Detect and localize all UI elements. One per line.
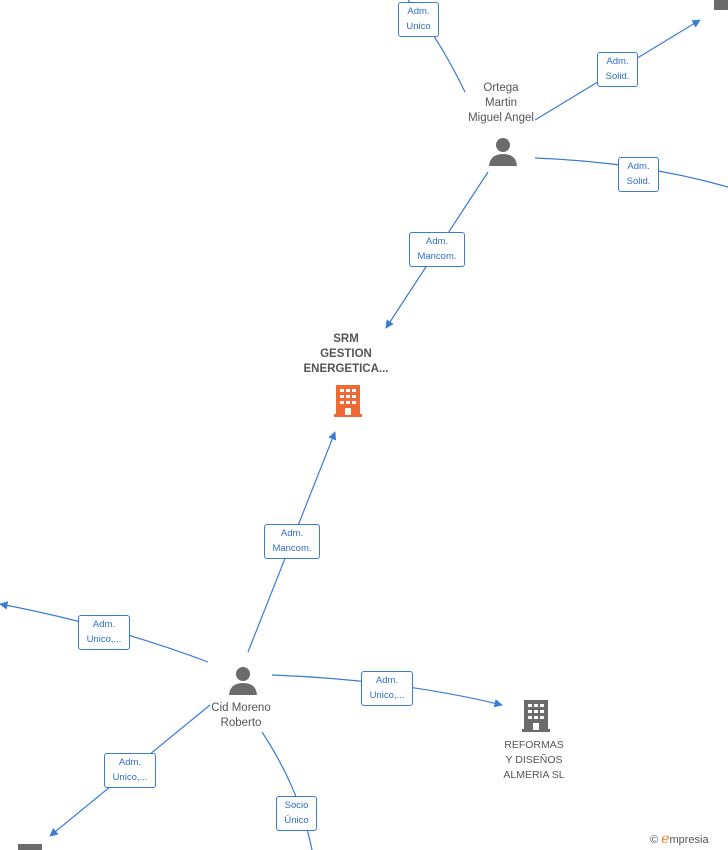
ortega-line-1: Ortega [483,82,519,94]
reformas-line-1: REFORMAS [504,739,564,751]
cid-line-2: Roberto [220,717,262,729]
person-icon[interactable] [487,135,519,167]
srm-line-3: ENERGETICA... [303,363,389,375]
badge-line: Unico,... [112,772,148,783]
building-icon[interactable] [520,698,552,732]
badge-line: Solid. [626,176,651,187]
person-label-cid[interactable]: Cid Moreno Roberto [191,701,291,731]
role-badge[interactable]: Adm. Mancom. [264,524,320,559]
srm-line-1: SRM [333,333,359,345]
building-icon-partial-topright[interactable] [714,0,728,10]
brand-name: mpresia [669,834,709,846]
edge-cid-bottom [261,731,313,850]
empresia-watermark: © empresia [650,831,709,847]
role-badge[interactable]: Adm. Solid. [618,157,659,192]
role-badge[interactable]: Adm. Unico,... [361,671,413,706]
building-icon-partial-bottomleft[interactable] [18,844,42,850]
badge-line: Mancom. [417,251,457,262]
badge-line: Adm. [118,757,142,768]
badge-line: Mancom. [272,543,312,554]
ortega-line-3: Miguel Angel [468,112,534,124]
badge-line: Unico,... [369,690,405,701]
ortega-line-2: Martin [485,97,517,109]
copyright-symbol: © [650,834,659,846]
person-icon[interactable] [227,664,259,696]
badge-line: Adm. [425,236,449,247]
role-badge[interactable]: Adm. Unico [398,2,439,37]
badge-line: Solid. [605,71,630,82]
brand-initial: e [661,831,670,847]
badge-line: Adm. [407,6,430,17]
badge-line: Adm. [375,675,399,686]
badge-line: Socio [284,800,309,811]
company-label-srm[interactable]: SRM GESTION ENERGETICA... [286,332,406,377]
badge-line: Único [284,815,309,826]
company-label-reformas[interactable]: REFORMAS Y DISEÑOS ALMERIA SL [484,738,584,783]
role-badge[interactable]: Adm. Unico,... [104,753,156,788]
badge-line: Unico [406,21,431,32]
role-badge[interactable]: Socio Único [276,796,317,831]
role-badge[interactable]: Adm. Unico,... [78,615,130,650]
person-label-ortega[interactable]: Ortega Martin Miguel Angel [451,81,551,126]
building-icon-main[interactable] [332,383,364,417]
badge-line: Adm. [606,56,629,67]
badge-line: Adm. [280,528,304,539]
srm-line-2: GESTION [320,348,372,360]
reformas-line-3: ALMERIA SL [503,769,565,781]
role-badge[interactable]: Adm. Mancom. [409,232,465,267]
badge-line: Adm. [92,619,116,630]
role-badge[interactable]: Adm. Solid. [597,52,638,87]
badge-line: Unico,... [86,634,122,645]
reformas-line-2: Y DISEÑOS [505,754,563,766]
cid-line-1: Cid Moreno [211,702,271,714]
badge-line: Adm. [627,161,650,172]
